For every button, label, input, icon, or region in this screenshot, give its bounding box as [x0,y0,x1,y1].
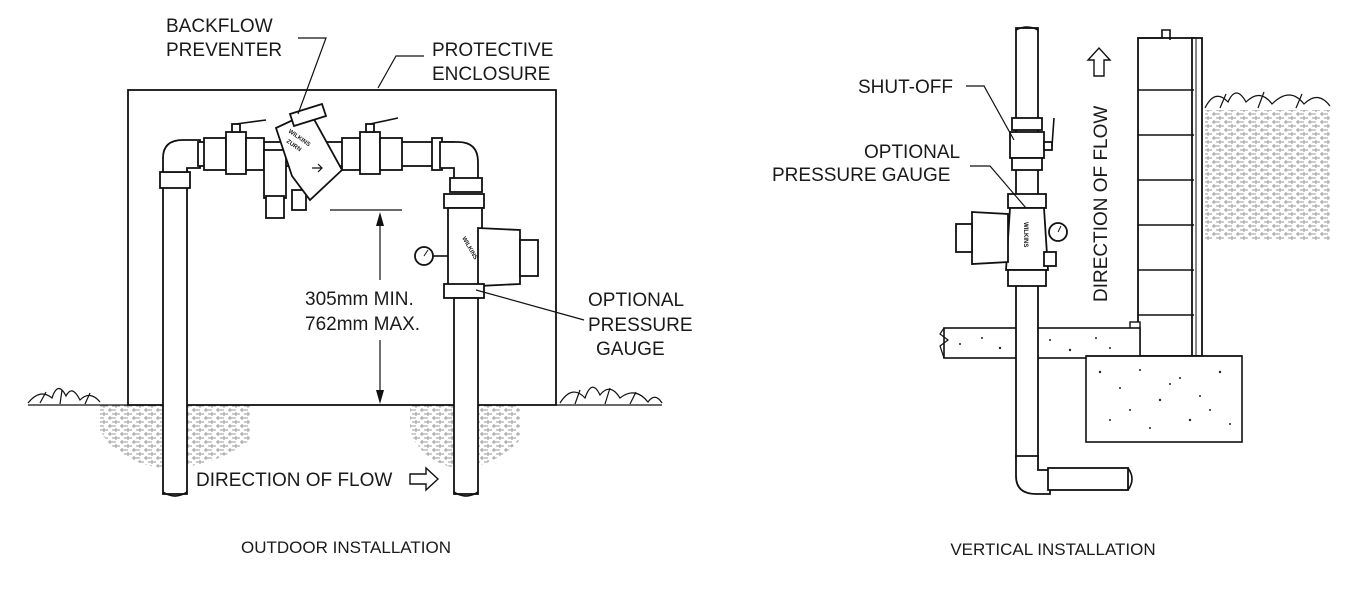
ball-valve-left [203,119,267,175]
label-vertical-gauge-1: OPTIONAL [864,142,960,163]
label-max-height: 762mm MAX. [305,314,420,335]
label-vertical-direction-of-flow: DIRECTION OF FLOW [1091,106,1112,302]
grass-outside-wall [1204,91,1331,109]
label-optional-gauge-1: OPTIONAL [588,290,684,311]
footing [1085,355,1243,443]
shutoff-valve [1009,117,1055,171]
caption-vertical-installation: VERTICAL INSTALLATION [950,540,1155,559]
floor-slab [943,327,1141,359]
backflow-preventer: WILKINS ZURN [263,102,344,219]
grass-left [27,387,128,406]
left-elbow [162,139,201,173]
ball-valve-right [341,117,443,175]
vertical-installation: WILKINS SHUT-OFF OPTIONAL PRESSURE GAUGE… [772,26,1331,559]
brick-wall [1129,29,1203,359]
label-shutoff: SHUT-OFF [858,77,953,98]
open-right-arrow-icon [409,466,440,492]
label-protective-enclosure-2: ENCLOSURE [432,64,550,85]
vertical-bottom-elbow [1015,455,1051,495]
concrete-speckle [959,337,1231,429]
right-riser-pipe [453,297,479,495]
grass-right [556,386,663,406]
label-min-height: 305mm MIN. [305,289,414,310]
height-dimension [330,209,402,404]
outdoor-installation: WILKINS ZURN WILKINS [27,16,693,557]
vertical-pressure-reducing-valve: WILKINS [955,193,1068,287]
soil-outside-wall [1205,110,1330,240]
label-direction-of-flow: DIRECTION OF FLOW [196,470,392,491]
vertical-prv-brand: WILKINS [1022,222,1028,247]
pressure-reducing-valve: WILKINS [414,193,539,299]
left-riser-pipe [162,169,188,495]
label-optional-gauge-3: GAUGE [596,339,665,360]
label-optional-gauge-2: PRESSURE [588,315,693,336]
label-protective-enclosure-1: PROTECTIVE [432,40,553,61]
right-elbow [439,141,479,181]
open-up-arrow-icon [1086,46,1112,77]
label-vertical-gauge-2: PRESSURE GAUGE [772,165,950,186]
label-backflow-preventer-1: BACKFLOW [166,16,273,37]
caption-outdoor-installation: OUTDOOR INSTALLATION [241,538,451,557]
label-backflow-preventer-2: PREVENTER [166,40,282,61]
protective-enclosure [127,89,557,406]
